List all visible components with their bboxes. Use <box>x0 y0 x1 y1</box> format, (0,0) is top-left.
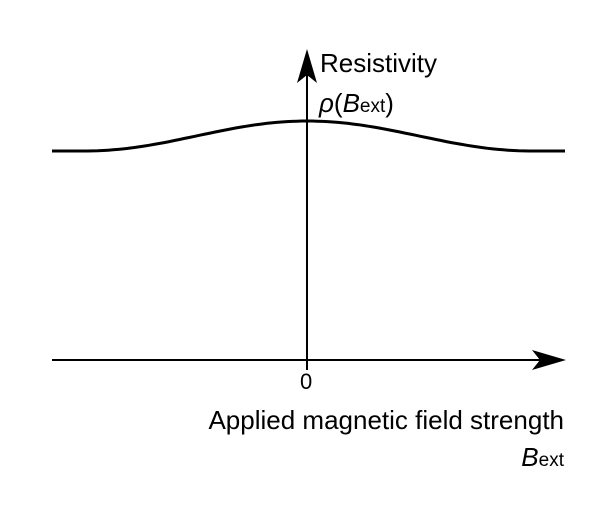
y-axis-symbol: ρ(Bext) <box>319 90 394 116</box>
x-axis-title: Applied magnetic field strength <box>208 405 564 435</box>
x-axis-arrowhead <box>532 350 566 370</box>
ext-subscript: ext <box>359 96 386 117</box>
origin-label: 0 <box>300 369 313 394</box>
x-axis-symbol: Bext <box>521 444 564 470</box>
b-var: B <box>342 88 360 118</box>
rho-symbol: ρ <box>319 88 334 118</box>
y-axis-arrowhead <box>297 49 317 83</box>
ext-subscript: ext <box>538 450 564 471</box>
paren-close: ) <box>385 88 394 118</box>
y-axis-title: Resistivity <box>320 48 438 78</box>
resistivity-curve <box>52 119 565 153</box>
paren-open: ( <box>333 88 343 118</box>
b-var: B <box>521 442 539 472</box>
